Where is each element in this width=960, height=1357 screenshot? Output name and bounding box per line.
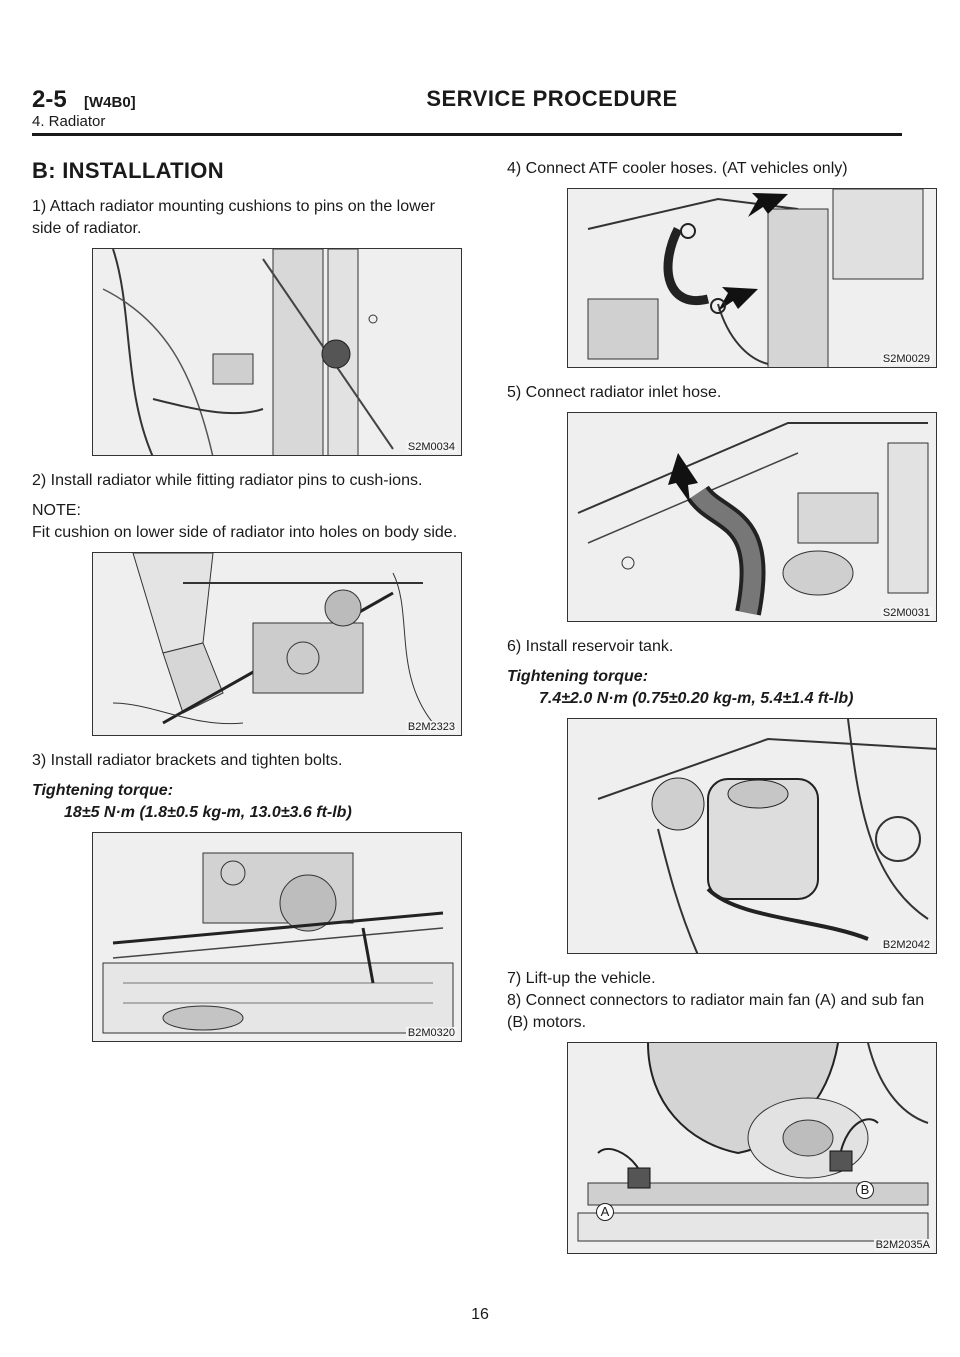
torque-label: Tightening torque:	[32, 782, 174, 799]
figure-drawing	[93, 553, 461, 735]
note-text: Fit cushion on lower side of radiator in…	[32, 524, 458, 541]
section-heading: B: INSTALLATION	[32, 158, 224, 183]
figure-drawing	[568, 189, 936, 367]
page-title: SERVICE PROCEDURE	[426, 86, 678, 111]
torque-label: Tightening torque:	[507, 668, 649, 685]
figure-drawing	[568, 1043, 936, 1253]
page-header: 2-5 [W4B0] SERVICE PROCEDURE 4. Radiator	[32, 86, 902, 136]
figure-code: S2M0034	[405, 441, 457, 453]
note-label: NOTE:	[32, 502, 81, 519]
right-column: 4) Connect ATF cooler hoses. (AT vehicle…	[507, 150, 937, 1268]
step-5: 5) Connect radiator inlet hose.	[507, 384, 722, 401]
page-number: 16	[471, 1306, 489, 1323]
figure-code: S2M0029	[880, 353, 932, 365]
figure-mounting-cushion: S2M0034	[92, 248, 462, 456]
step-8: 8) Connect connectors to radiator main f…	[507, 992, 925, 1031]
figure-drawing	[93, 249, 461, 455]
step-4: 4) Connect ATF cooler hoses. (AT vehicle…	[507, 160, 848, 177]
figure-reservoir-tank: B2M2042	[567, 718, 937, 954]
figure-code: B2M2035A	[873, 1239, 932, 1251]
section-number: 2-5	[32, 86, 67, 113]
note: NOTE: Fit cushion on lower side of radia…	[32, 500, 462, 544]
figure-inlet-hose: S2M0031	[567, 412, 937, 622]
figure-code: B2M2042	[880, 939, 932, 951]
figure-radiator-brackets: B2M0320	[92, 832, 462, 1042]
section-code: [W4B0]	[84, 94, 136, 111]
figure-code: S2M0031	[880, 607, 932, 619]
figure-atf-cooler-hoses: S2M0029	[567, 188, 937, 368]
step-7: 7) Lift-up the vehicle.	[507, 970, 656, 987]
step-1: 1) Attach radiator mounting cushions to …	[32, 198, 435, 237]
torque-value: 7.4±2.0 N·m (0.75±0.20 kg-m, 5.4±1.4 ft-…	[539, 690, 854, 707]
step-2: 2) Install radiator while fitting radiat…	[32, 472, 423, 489]
figure-fan-connectors: A B B2M2035A	[567, 1042, 937, 1254]
section-subtitle: 4. Radiator	[32, 113, 106, 130]
figure-install-radiator: B2M2323	[92, 552, 462, 736]
figure-code: B2M0320	[405, 1027, 457, 1039]
figure-drawing	[568, 413, 936, 621]
header-rule	[32, 133, 902, 136]
step-3: 3) Install radiator brackets and tighten…	[32, 752, 343, 769]
figure-code: B2M2323	[405, 721, 457, 733]
torque-value: 18±5 N·m (1.8±0.5 kg-m, 13.0±3.6 ft-lb)	[64, 804, 352, 821]
figure-drawing	[93, 833, 461, 1041]
torque-spec-brackets: Tightening torque: 18±5 N·m (1.8±0.5 kg-…	[32, 780, 462, 824]
figure-drawing	[568, 719, 936, 953]
label-a: A	[596, 1203, 614, 1221]
torque-spec-reservoir: Tightening torque: 7.4±2.0 N·m (0.75±0.2…	[507, 666, 937, 710]
label-b: B	[856, 1181, 874, 1199]
step-6: 6) Install reservoir tank.	[507, 638, 674, 655]
left-column: B: INSTALLATION 1) Attach radiator mount…	[32, 150, 462, 1056]
